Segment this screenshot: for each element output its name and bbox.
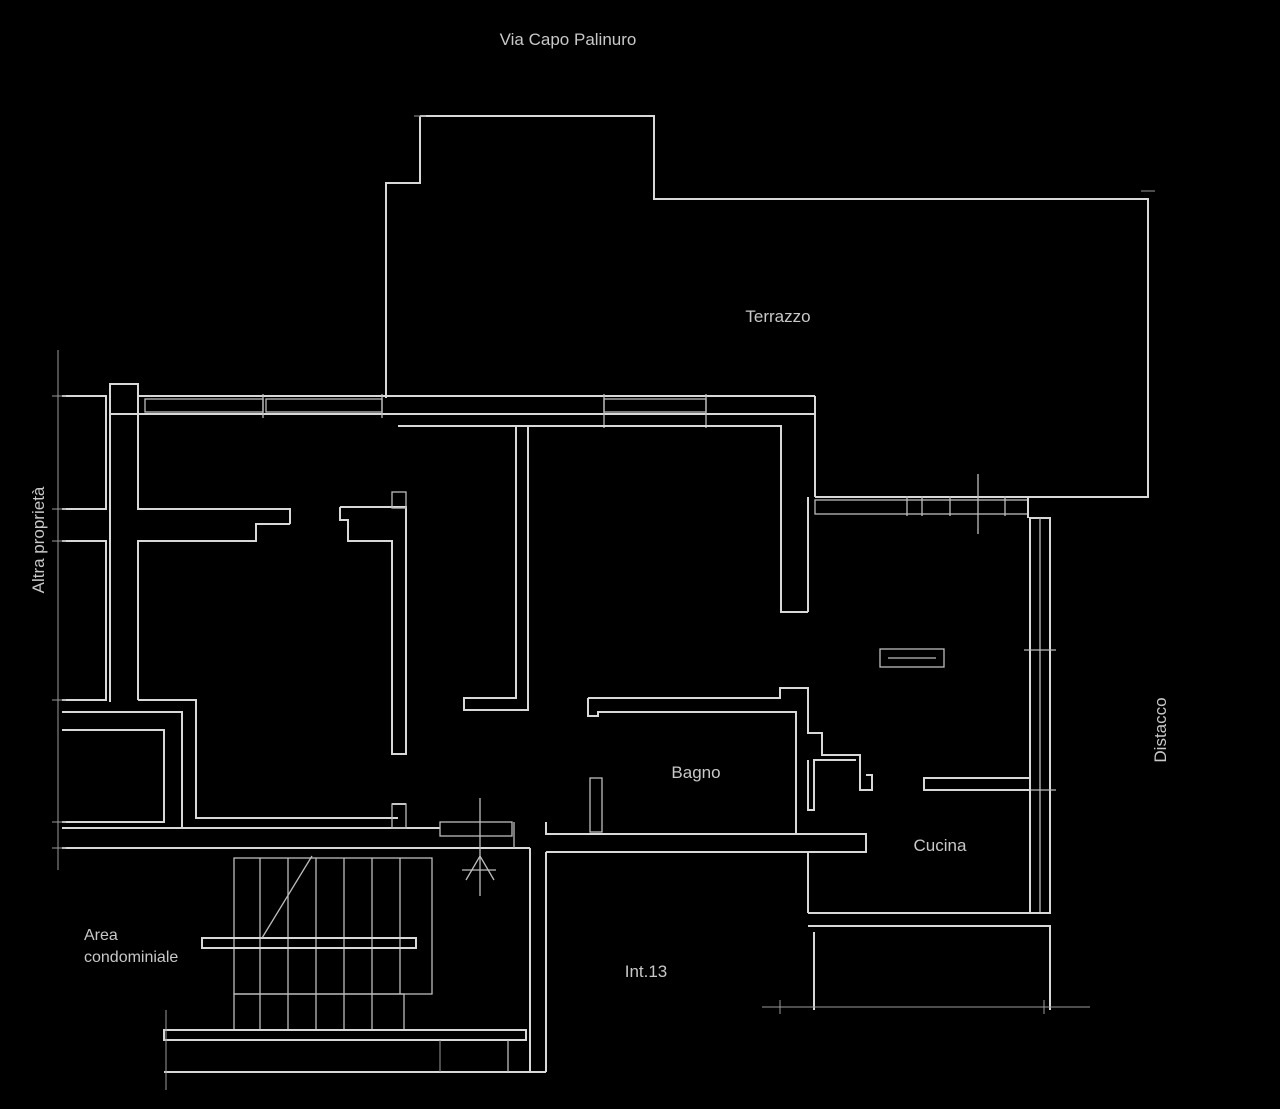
entrance-marker (439, 798, 515, 896)
unit-label: Int.13 (625, 962, 668, 981)
common-area-label-line1: Area (84, 927, 118, 944)
central-partitions (339, 426, 873, 834)
top-wall (109, 383, 816, 613)
terrace-label: Terrazzo (745, 307, 810, 326)
stair (163, 848, 547, 1090)
other-property-label: Altra proprietà (29, 486, 48, 593)
terrace-outline (385, 115, 1155, 498)
bathroom-label: Bagno (671, 763, 720, 782)
detachment-label: Distacco (1151, 697, 1170, 762)
left-rooms (52, 350, 530, 870)
kitchen-walls (545, 474, 1090, 1014)
common-area-label-line2: condominiale (84, 949, 178, 966)
kitchen-label: Cucina (914, 836, 967, 855)
street-label: Via Capo Palinuro (500, 30, 637, 49)
